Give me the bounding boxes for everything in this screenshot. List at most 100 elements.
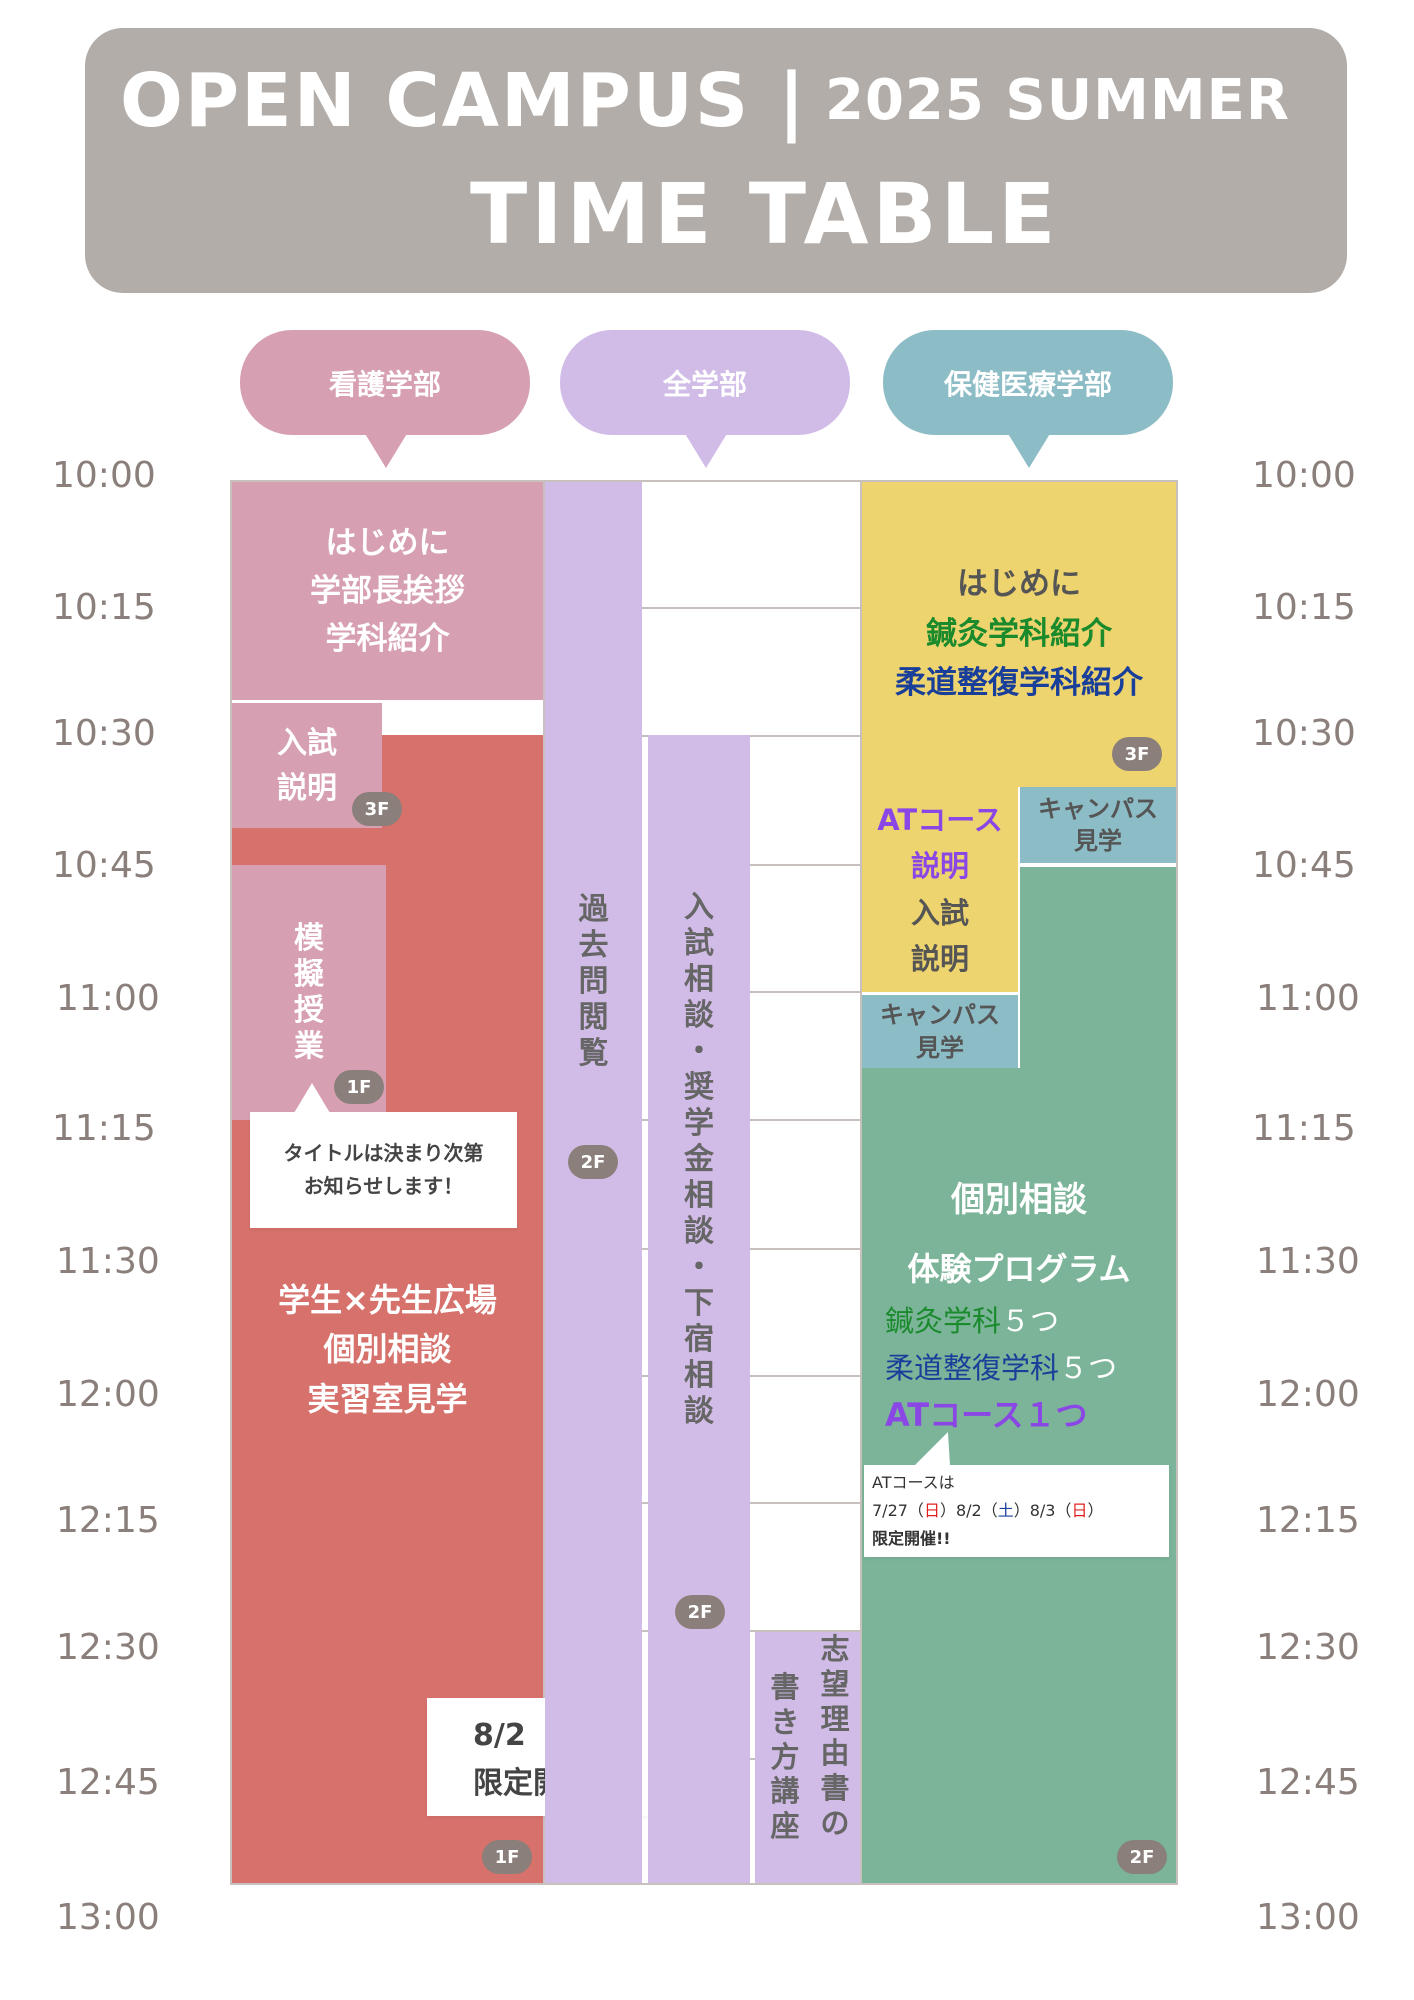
floor-badge: 2F <box>568 1145 618 1179</box>
consult-char: 学 <box>684 1106 714 1141</box>
time-label: 11:30 <box>1256 1241 1360 1282</box>
nursing-plaza-text: 学生×先生広場 個別相談 実習室見学 <box>232 1270 543 1430</box>
health-intro-line: はじめに <box>957 566 1081 603</box>
consultation-block: 入 試 相 談 ・ 奨 学 金 相 談 ・ 下 宿 相 談 <box>648 735 750 1883</box>
note-date: ）8/2（ <box>939 1501 998 1520</box>
health-program-title: 体験プログラム <box>907 1250 1131 1288</box>
nursing-mock-char: 授 <box>294 992 324 1028</box>
consult-char: 相 <box>684 1358 714 1393</box>
time-label: 11:00 <box>1256 978 1360 1019</box>
past-exams-char: 覧 <box>578 1036 609 1071</box>
consult-char: 下 <box>684 1286 714 1321</box>
past-exams-char: 去 <box>578 928 609 963</box>
nursing-mock-char: 業 <box>294 1028 324 1064</box>
essay-char: 由 <box>820 1736 850 1771</box>
grid-divider <box>543 480 545 1885</box>
consult-char: ・ <box>684 1250 714 1285</box>
time-label: 12:15 <box>1256 1500 1360 1541</box>
consult-char: ・ <box>684 1034 714 1069</box>
health-at-course-block: ATコース 説明 入試 説明 <box>862 787 1018 992</box>
time-label: 10:15 <box>52 587 156 628</box>
consult-char: 相 <box>684 962 714 997</box>
judo-program-line: 柔道整復学科５つ <box>885 1345 1117 1387</box>
health-consult-title: 個別相談 <box>951 1180 1087 1220</box>
judo-count: ５つ <box>1059 1351 1118 1385</box>
nursing-exam-line: 説明 <box>277 770 337 806</box>
past-exams-char: 問 <box>578 964 609 999</box>
past-exams-char: 閲 <box>578 1000 609 1035</box>
note-line: お知らせします！ <box>303 1174 464 1198</box>
past-exams-char: 過 <box>578 892 609 927</box>
header-season: 2025 SUMMER <box>825 68 1290 133</box>
time-label: 13:00 <box>1256 1897 1360 1938</box>
floor-badge: 3F <box>352 792 402 826</box>
dept-nursing-pointer <box>364 432 408 468</box>
essay-char: 書 <box>770 1670 800 1704</box>
dept-health-label: 保健医療学部 <box>943 367 1112 401</box>
nursing-intro-line: 学科紹介 <box>325 621 450 658</box>
dept-health-pointer <box>1007 432 1051 468</box>
nursing-intro-block: はじめに 学部長挨拶 学科紹介 <box>232 482 543 700</box>
essay-char: 志 <box>820 1632 850 1666</box>
time-label: 10:45 <box>1252 845 1356 886</box>
consult-char: 入 <box>684 890 714 925</box>
time-label: 13:00 <box>56 1897 160 1938</box>
note-line: タイトルは決まり次第 <box>283 1141 484 1165</box>
dept-health-bubble: 保健医療学部 <box>883 330 1173 435</box>
health-campus-tour-a: キャンパス 見学 <box>1020 787 1176 863</box>
time-label: 12:45 <box>56 1762 160 1803</box>
at-course-note: ATコースは 7/27（日）8/2（土）8/3（日） 限定開催!! <box>864 1465 1169 1557</box>
consult-char: 相 <box>684 1178 714 1213</box>
nursing-plaza-line: 実習室見学 <box>307 1379 468 1418</box>
note-date: 7/27（ <box>872 1501 924 1520</box>
essay-char: 望 <box>820 1666 850 1701</box>
essay-char: の <box>820 1805 850 1840</box>
health-consult-bg-right <box>1020 867 1176 1883</box>
time-label: 11:15 <box>52 1108 156 1149</box>
dept-all-label: 全学部 <box>662 367 747 401</box>
nursing-plaza-line: 学生×先生広場 <box>278 1280 497 1319</box>
grid-divider <box>860 480 862 1885</box>
essay-col-1: 志 望 理 由 書 の <box>812 1632 858 1841</box>
consult-char: 談 <box>684 1214 714 1249</box>
dept-all-pointer <box>684 432 728 468</box>
nursing-intro-line: 学部長挨拶 <box>310 572 465 609</box>
dept-nursing-label: 看護学部 <box>328 367 441 401</box>
floor-badge: 1F <box>334 1070 384 1104</box>
campus-tour-line: キャンパス <box>880 1001 1000 1030</box>
essay-char: 書 <box>820 1771 850 1806</box>
nursing-intro-line: はじめに <box>325 524 450 561</box>
time-label: 12:00 <box>56 1374 160 1415</box>
time-label: 11:00 <box>56 978 160 1019</box>
grid-line <box>750 864 862 866</box>
header-title: OPEN CAMPUS | <box>120 58 808 144</box>
timetable-grid <box>230 480 1178 1885</box>
nursing-exam-line: 入試 <box>277 725 337 761</box>
at-note-dates: 7/27（日）8/2（土）8/3（日） <box>872 1497 1169 1525</box>
time-label: 10:15 <box>1252 587 1356 628</box>
acupuncture-count: ５つ <box>1001 1304 1060 1338</box>
health-exam-line: 説明 <box>910 941 969 976</box>
grid-line <box>640 607 862 609</box>
time-label: 10:00 <box>1252 455 1356 496</box>
judo-label: 柔道整復学科 <box>885 1351 1060 1385</box>
header-subtitle: TIME TABLE <box>470 165 1060 263</box>
floor-badge: 3F <box>1112 737 1162 771</box>
time-label: 12:30 <box>1256 1627 1360 1668</box>
nursing-title-note: タイトルは決まり次第 お知らせします！ <box>250 1112 517 1228</box>
consult-char: 金 <box>684 1142 714 1177</box>
campus-tour-line: 見学 <box>916 1033 964 1062</box>
essay-char: 方 <box>770 1739 800 1774</box>
consult-char: 談 <box>684 998 714 1033</box>
time-label: 10:45 <box>52 845 156 886</box>
health-intro-line: 鍼灸学科紹介 <box>926 615 1112 652</box>
nursing-exam-block: 入試 説明 <box>232 703 382 828</box>
essay-char: き <box>770 1704 800 1739</box>
note-day: 日 <box>923 1501 940 1520</box>
note-day: 日 <box>1071 1501 1088 1520</box>
time-label: 12:30 <box>56 1627 160 1668</box>
note-date: ） <box>1087 1501 1104 1520</box>
essay-workshop-block <box>755 1632 860 1883</box>
campus-tour-line: キャンパス <box>1038 794 1158 823</box>
consult-char: 談 <box>684 1394 714 1429</box>
